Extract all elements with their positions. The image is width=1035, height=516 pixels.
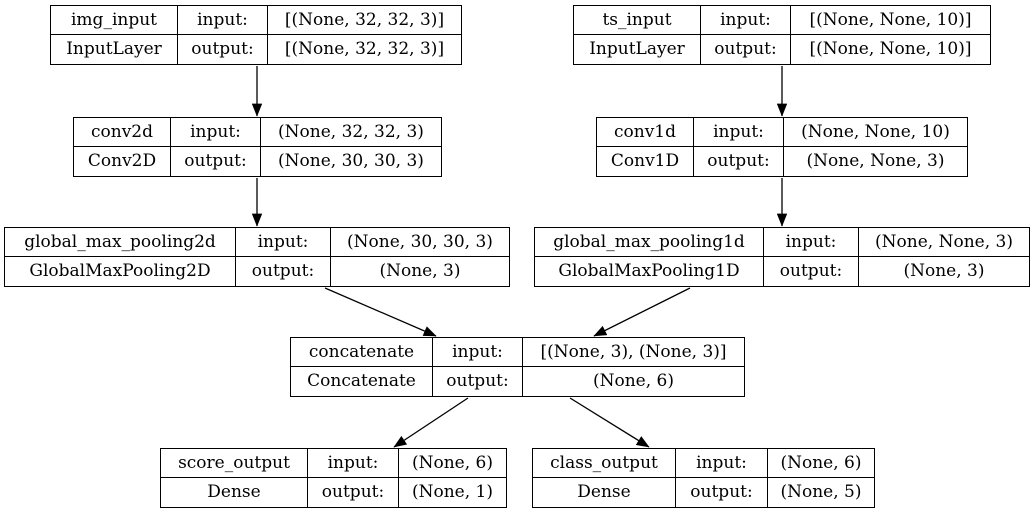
layer-name: img_input bbox=[51, 6, 178, 35]
layer-name: conv1d bbox=[597, 118, 694, 147]
layer-node-class_output: class_output input: (None, 6) Dense outp… bbox=[532, 448, 875, 508]
output-label: output: bbox=[171, 147, 261, 176]
layer-name: score_output bbox=[161, 449, 308, 478]
output-label: output: bbox=[308, 478, 399, 507]
output-label: output: bbox=[694, 147, 784, 176]
layer-node-global_max_pooling2d: global_max_pooling2d input: (None, 30, 3… bbox=[4, 227, 510, 287]
layer-class: GlobalMaxPooling1D bbox=[535, 257, 764, 286]
layer-input-shape: (None, None, 3) bbox=[859, 228, 1029, 257]
edge-concatenate-to-score_output bbox=[393, 397, 469, 448]
input-label: input: bbox=[694, 118, 784, 147]
edge-global_max_pooling2d-to-concatenate bbox=[324, 287, 437, 337]
layer-class: Conv1D bbox=[597, 147, 694, 176]
layer-output-shape: (None, None, 3) bbox=[806, 151, 945, 171]
layer-output-shape: (None, 6) bbox=[592, 371, 674, 391]
output-label: output: bbox=[236, 257, 331, 286]
output-label: output: bbox=[178, 35, 268, 64]
layer-input-shape: (None, 32, 32, 3) bbox=[261, 118, 441, 147]
layer-node-conv2d: conv2d input: (None, 32, 32, 3) Conv2D o… bbox=[73, 117, 442, 177]
edge-global_max_pooling1d-to-concatenate bbox=[593, 287, 691, 337]
layer-node-img_input: img_input input: [(None, 32, 32, 3)] Inp… bbox=[50, 5, 462, 65]
layer-output-shape: [(None, None, 10)] bbox=[809, 39, 972, 59]
layer-name: ts_input bbox=[574, 6, 701, 35]
input-label: input: bbox=[236, 228, 331, 257]
layer-class: GlobalMaxPooling2D bbox=[5, 257, 236, 286]
layer-output-shape: (None, 1) bbox=[411, 482, 493, 502]
layer-output-shape: [(None, 32, 32, 3)] bbox=[284, 39, 445, 59]
layer-input-shape: (None, 6) bbox=[399, 449, 506, 478]
layer-node-conv1d: conv1d input: (None, None, 10) Conv1D ou… bbox=[596, 117, 968, 177]
layer-output-shape: (None, 3) bbox=[379, 261, 461, 281]
input-label: input: bbox=[764, 228, 859, 257]
layer-class: InputLayer bbox=[574, 35, 701, 64]
layer-node-concatenate: concatenate input: [(None, 3), (None, 3)… bbox=[290, 337, 745, 397]
layer-name: conv2d bbox=[74, 118, 171, 147]
layer-name: global_max_pooling1d bbox=[535, 228, 764, 257]
layer-input-shape: (None, 6) bbox=[768, 449, 874, 478]
input-label: input: bbox=[676, 449, 768, 478]
layer-node-score_output: score_output input: (None, 6) Dense outp… bbox=[160, 448, 507, 508]
input-label: input: bbox=[178, 6, 268, 35]
input-label: input: bbox=[701, 6, 791, 35]
layer-class: Dense bbox=[533, 478, 676, 507]
output-label: output: bbox=[433, 367, 523, 396]
layer-node-global_max_pooling1d: global_max_pooling1d input: (None, None,… bbox=[534, 227, 1030, 287]
output-label: output: bbox=[764, 257, 859, 286]
layer-input-shape: (None, 30, 30, 3) bbox=[331, 228, 509, 257]
layer-name: concatenate bbox=[291, 338, 433, 367]
edge-concatenate-to-class_output bbox=[569, 397, 650, 448]
output-label: output: bbox=[676, 478, 768, 507]
layer-node-ts_input: ts_input input: [(None, None, 10)] Input… bbox=[573, 5, 991, 65]
layer-class: InputLayer bbox=[51, 35, 178, 64]
layer-class: Conv2D bbox=[74, 147, 171, 176]
layer-name: global_max_pooling2d bbox=[5, 228, 236, 257]
output-label: output: bbox=[701, 35, 791, 64]
layer-input-shape: [(None, 32, 32, 3)] bbox=[268, 6, 461, 35]
layer-input-shape: [(None, None, 10)] bbox=[791, 6, 990, 35]
input-label: input: bbox=[308, 449, 399, 478]
input-label: input: bbox=[433, 338, 523, 367]
layer-name: class_output bbox=[533, 449, 676, 478]
layer-input-shape: [(None, 3), (None, 3)] bbox=[523, 338, 744, 367]
layer-output-shape: (None, 5) bbox=[780, 482, 862, 502]
layer-class: Concatenate bbox=[291, 367, 433, 396]
layer-input-shape: (None, None, 10) bbox=[784, 118, 967, 147]
layer-output-shape: (None, 3) bbox=[903, 261, 985, 281]
input-label: input: bbox=[171, 118, 261, 147]
layer-output-shape: (None, 30, 30, 3) bbox=[278, 151, 424, 171]
layer-class: Dense bbox=[161, 478, 308, 507]
